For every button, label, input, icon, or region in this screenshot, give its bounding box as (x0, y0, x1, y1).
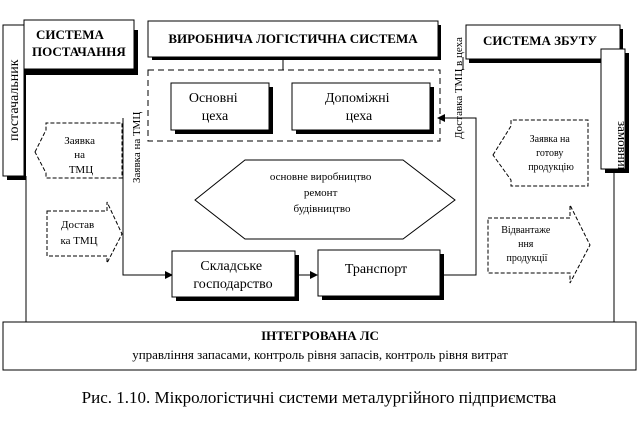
main-shops-box (170, 82, 270, 131)
sales-system-label: СИСТЕМА ЗБУТУ (483, 33, 597, 48)
order-goods-label: Заявка на готову продукцію (528, 134, 574, 173)
supplier-label: постачальник (7, 59, 22, 141)
aux-shops-box (291, 82, 431, 131)
supply-system-box (23, 19, 135, 70)
customer-box (600, 48, 626, 170)
supplier-box (2, 24, 25, 177)
shipment-arrow (487, 204, 591, 284)
order-tmc-vertical-label: Заявка на ТМЦ (131, 112, 143, 183)
integrated-ls-title: ІНТЕГРОВАНА ЛС (261, 328, 379, 343)
warehouse-label: Складське господарство (193, 259, 272, 292)
integrated-ls-box (2, 321, 637, 371)
delivery-tmc-left-arrow (46, 201, 123, 264)
sales-system-box (465, 24, 621, 60)
production-system-box (147, 20, 439, 58)
order-goods-arrow (492, 119, 589, 187)
transport-label: Транспорт (345, 262, 407, 277)
customer-label: замовник (615, 121, 630, 174)
production-region (147, 69, 441, 142)
warehouse-box (171, 250, 296, 298)
core-activities-label: основне виробництво ремонт будівництво (270, 171, 374, 215)
transport-box (317, 249, 441, 297)
core-activities-shape (194, 159, 456, 240)
main-shops-label: Основні цеха (189, 91, 241, 124)
production-system-label: ВИРОБНИЧА ЛОГІСТИЧНА СИСТЕМА (168, 31, 418, 46)
shipment-label: Відвантаже ння продукції (501, 225, 553, 264)
order-tmc-left-arrow (34, 122, 123, 179)
order-tmc-left-label: Заявка на ТМЦ (64, 135, 97, 176)
delivery-shops-vertical-label: Доставка ТМЦ в цеха (453, 37, 465, 139)
integrated-ls-text: управління запасами, контроль рівня запа… (132, 347, 508, 362)
connectors (25, 57, 615, 322)
delivery-tmc-left-label: Достав ка ТМЦ (60, 219, 97, 247)
figure-caption: Рис. 1.10. Мікрологістичні системи метал… (81, 388, 557, 407)
supply-system-label: СИСТЕМА ПОСТАЧАННЯ (32, 27, 126, 59)
aux-shops-label: Допоміжні цеха (325, 91, 393, 124)
